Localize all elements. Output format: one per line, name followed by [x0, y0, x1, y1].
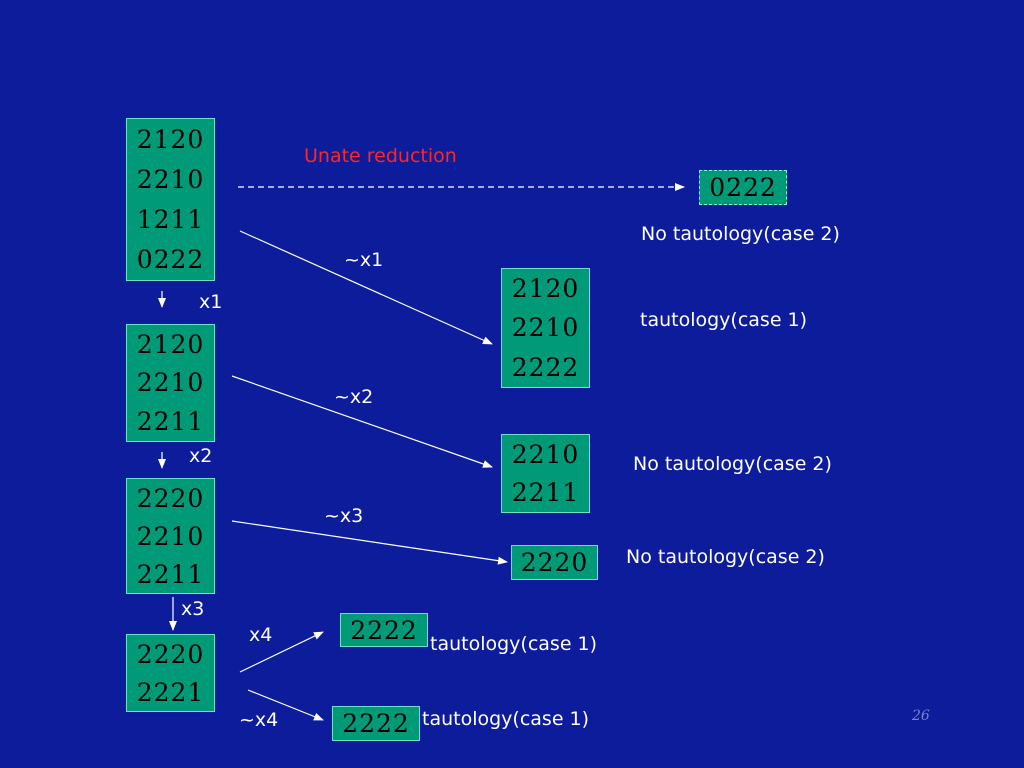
cube-box-4: 2220 2221	[126, 634, 215, 712]
cube-row: 0222	[136, 245, 205, 275]
result-label-nx4: tautology(case 1)	[422, 708, 590, 730]
branch-label-nx2: ~x2	[334, 386, 374, 408]
arrow-nx2	[231, 375, 493, 468]
cube-row: 2210	[511, 439, 580, 469]
result-box-x4: 2222	[340, 613, 428, 647]
branch-label-x4: x4	[249, 624, 273, 646]
result-box-nx3: 2220	[511, 545, 598, 580]
cube-row: 2222	[350, 615, 418, 645]
branch-label-nx3: ~x3	[324, 505, 364, 527]
branch-label-nx1: ~x1	[344, 249, 384, 271]
arrow-x4	[239, 631, 324, 673]
cube-row: 2211	[136, 559, 205, 589]
cube-row: 2222	[511, 352, 580, 382]
cube-row: 2211	[136, 407, 205, 437]
cube-row: 2222	[342, 709, 410, 738]
cube-row: 2210	[136, 521, 205, 551]
arrow-nx1	[239, 230, 493, 345]
unate-reduction-label: Unate reduction	[304, 145, 457, 167]
result-box-unate: 0222	[699, 170, 787, 205]
cube-row: 2220	[136, 483, 205, 513]
cube-row: 2120	[136, 329, 205, 359]
cube-row: 2210	[136, 164, 205, 194]
arrow-nx4	[247, 689, 324, 721]
result-label-x4: tautology(case 1)	[430, 633, 598, 655]
result-box-nx4: 2222	[332, 706, 420, 741]
result-box-nx1: 2120 2210 2222	[501, 268, 590, 388]
result-label-unate: No tautology(case 2)	[641, 223, 840, 245]
cube-row: 2220	[520, 548, 589, 577]
cube-row: 2120	[511, 274, 580, 304]
branch-label-x2: x2	[189, 445, 213, 467]
cube-row: 2221	[136, 677, 205, 707]
cube-box-3: 2220 2210 2211	[126, 478, 215, 594]
branch-label-x3: x3	[181, 598, 205, 620]
cube-row: 2211	[511, 478, 580, 508]
result-label-nx1: tautology(case 1)	[640, 309, 808, 331]
cube-row: 2120	[136, 124, 205, 154]
cube-row: 2210	[136, 368, 205, 398]
cube-row: 1211	[136, 205, 205, 235]
cube-box-2: 2120 2210 2211	[126, 324, 215, 442]
branch-label-nx4: ~x4	[239, 709, 279, 731]
result-box-nx2: 2210 2211	[501, 434, 590, 513]
cube-box-1: 2120 2210 1211 0222	[126, 118, 215, 281]
branch-label-x1: x1	[199, 291, 223, 313]
page-number: 26	[912, 708, 930, 724]
cube-row: 2220	[136, 639, 205, 669]
result-label-nx3: No tautology(case 2)	[626, 546, 825, 568]
arrow-nx3	[231, 520, 508, 565]
result-label-nx2: No tautology(case 2)	[633, 453, 832, 475]
cube-row: 2210	[511, 313, 580, 343]
cube-row: 0222	[709, 173, 777, 202]
